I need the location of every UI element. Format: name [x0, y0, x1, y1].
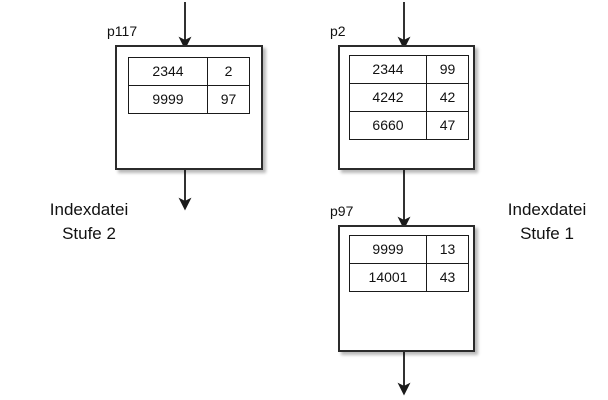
index-pointer-cell: 42	[426, 83, 469, 112]
index-pointer-cell: 13	[426, 235, 469, 264]
block-label-p97: p97	[330, 203, 354, 219]
index-key-cell: 6660	[349, 111, 427, 140]
table-row: 4242 42	[349, 83, 469, 112]
caption-line-2: Stufe 1	[520, 224, 574, 243]
table-row: 2344 99	[349, 55, 469, 84]
index-key-cell: 9999	[349, 235, 427, 264]
index-table-p117: 2344 2 9999 97	[128, 57, 250, 114]
index-pointer-cell: 43	[426, 263, 469, 292]
table-row: 2344 2	[128, 57, 250, 86]
caption-index-level-1: Indexdatei Stufe 1	[487, 198, 607, 246]
index-pointer-cell: 47	[426, 111, 469, 140]
caption-line-1: Indexdatei	[507, 200, 587, 219]
index-key-cell: 9999	[128, 85, 208, 114]
index-table-p2: 2344 99 4242 42 6660 47	[349, 55, 469, 140]
index-key-cell: 2344	[128, 57, 208, 86]
index-key-cell: 14001	[349, 263, 427, 292]
table-row: 14001 43	[349, 263, 469, 292]
table-row: 9999 97	[128, 85, 250, 114]
index-key-cell: 2344	[349, 55, 427, 84]
index-pointer-cell: 97	[207, 85, 250, 114]
index-pointer-cell: 99	[426, 55, 469, 84]
index-pointer-cell: 2	[207, 57, 250, 86]
caption-line-2: Stufe 2	[62, 224, 116, 243]
caption-index-level-2: Indexdatei Stufe 2	[15, 198, 163, 246]
block-label-p2: p2	[330, 23, 346, 39]
table-row: 9999 13	[349, 235, 469, 264]
caption-line-1: Indexdatei	[49, 200, 129, 219]
index-table-p97: 9999 13 14001 43	[349, 235, 469, 292]
table-row: 6660 47	[349, 111, 469, 140]
index-key-cell: 4242	[349, 83, 427, 112]
block-label-p117: p117	[107, 23, 138, 39]
